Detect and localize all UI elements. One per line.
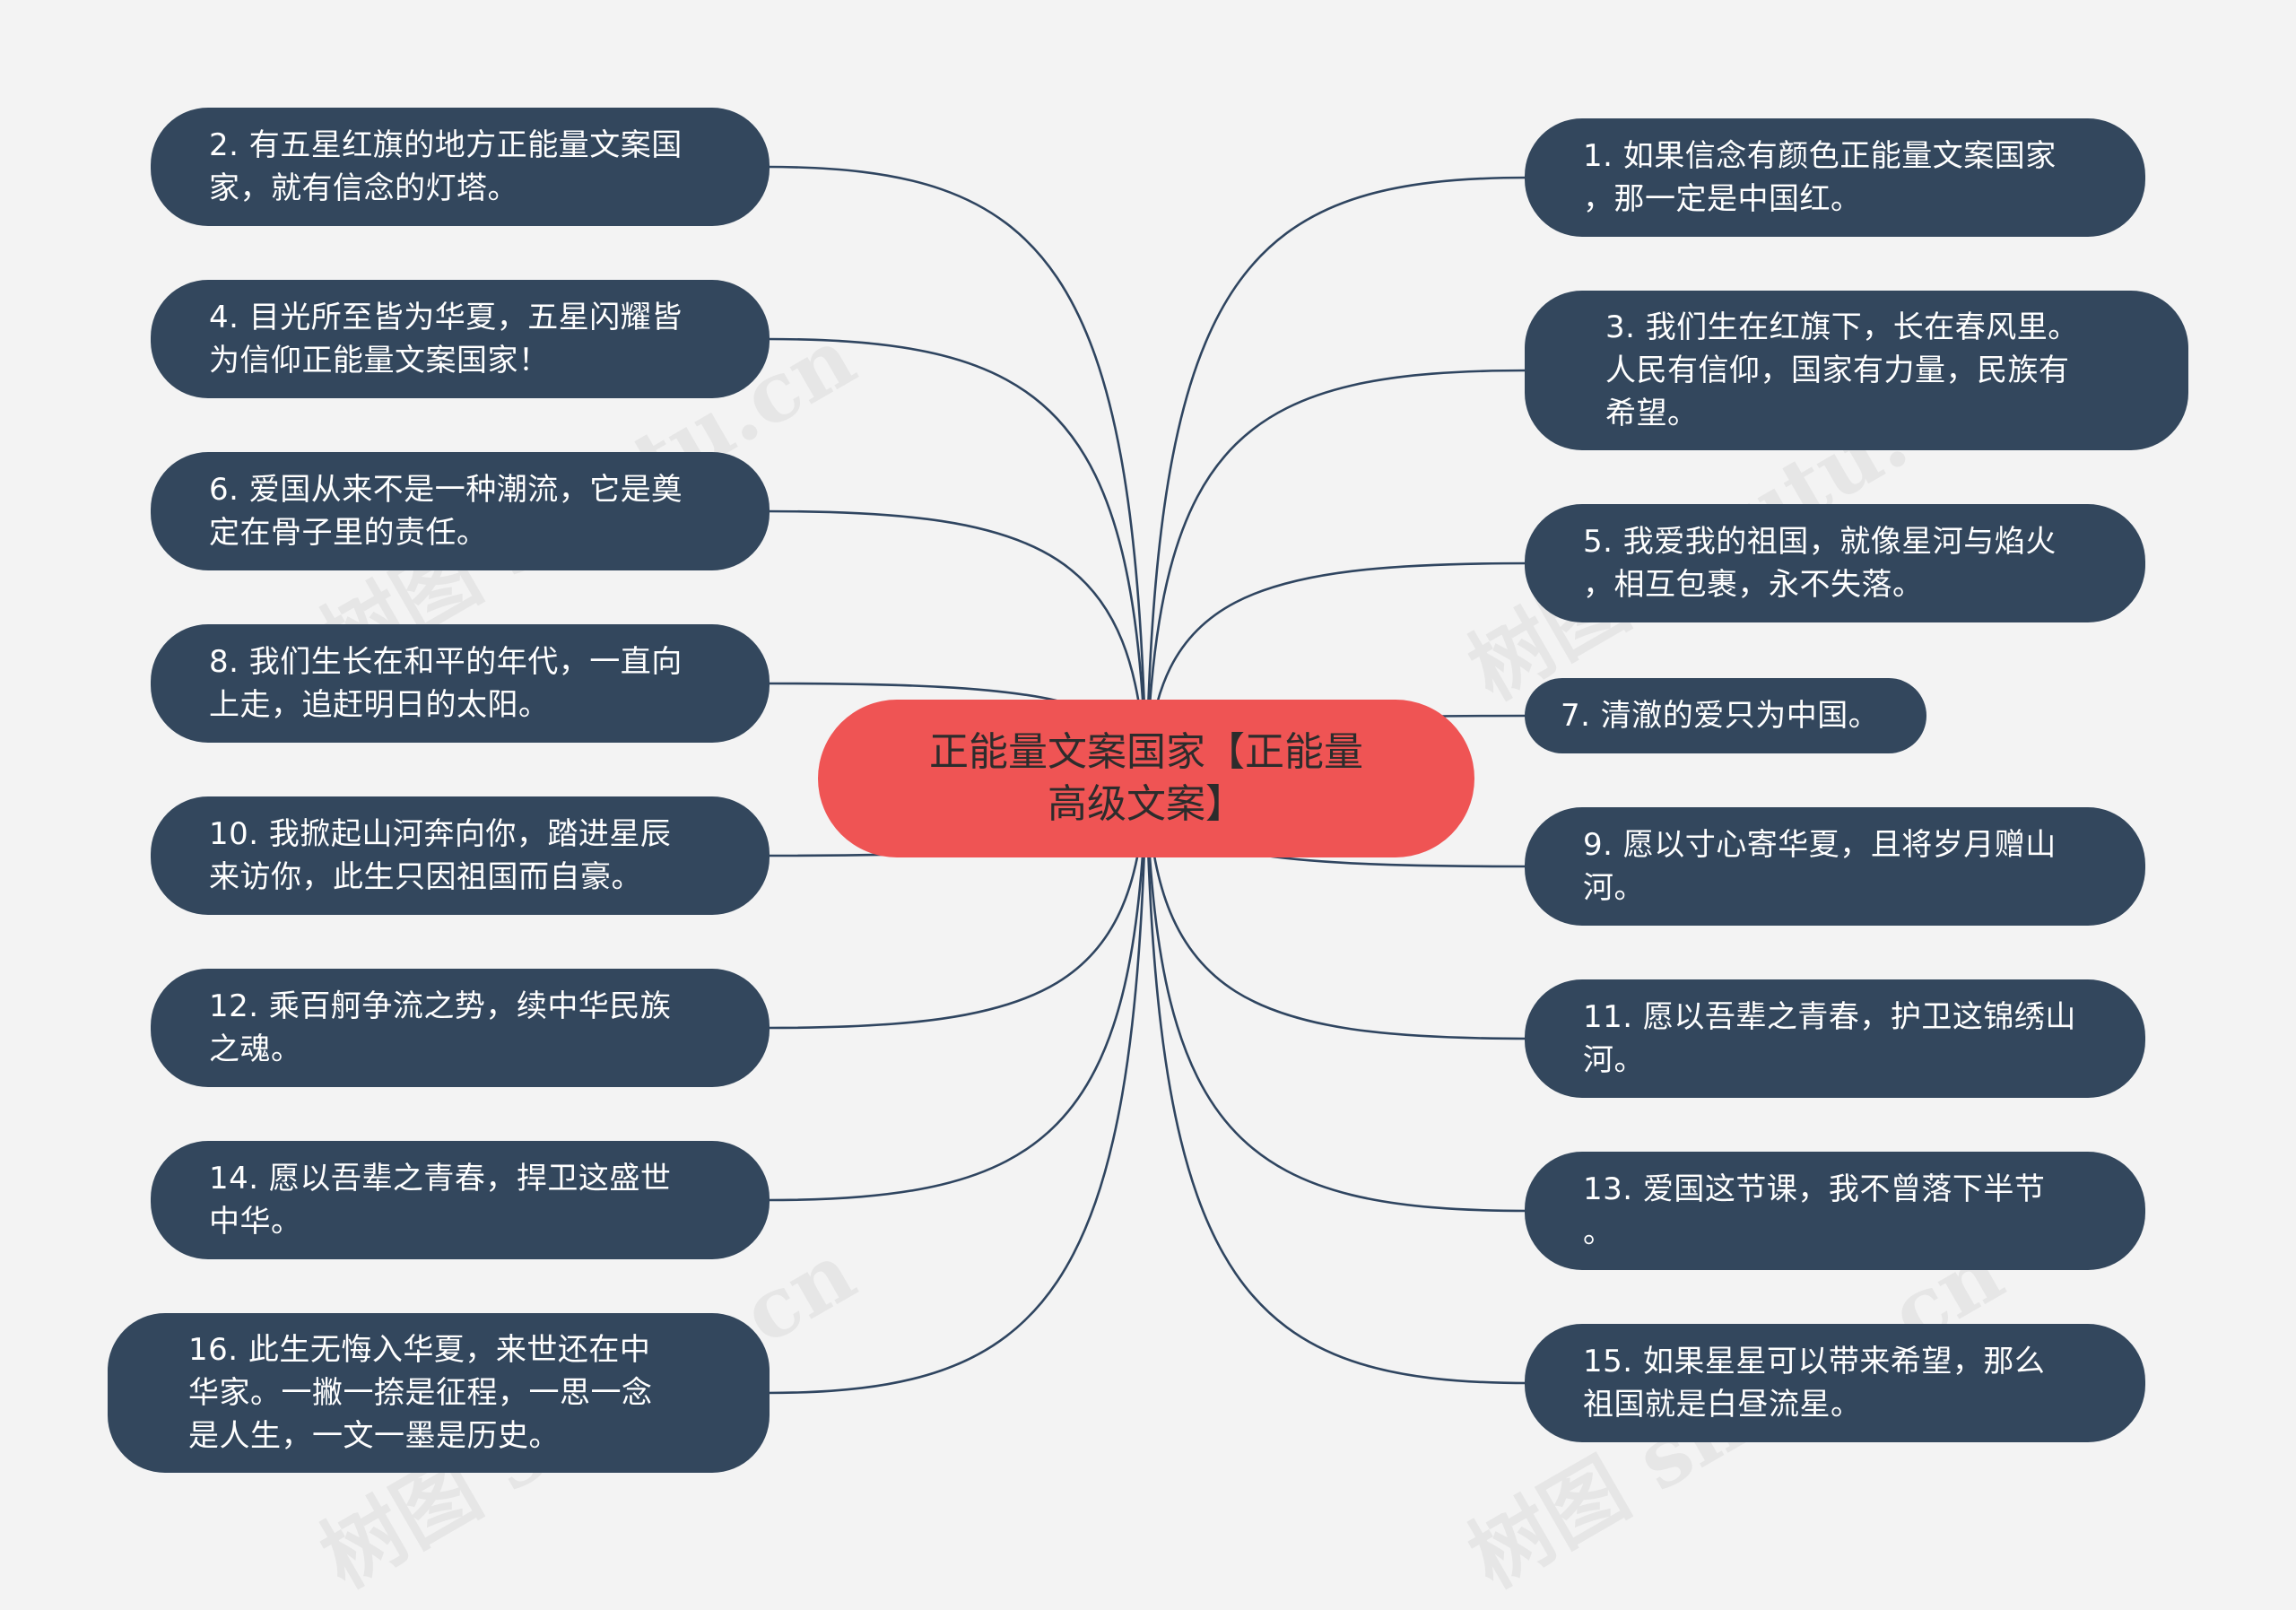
- link-line: [765, 778, 1148, 1395]
- link-line: [765, 509, 1148, 779]
- topic-node[interactable]: 14. 愿以吾辈之青春，捍卫这盛世 中华。: [151, 1141, 770, 1259]
- topic-node[interactable]: 1. 如果信念有颜色正能量文案国家 ，那一定是中国红。: [1525, 118, 2145, 237]
- link-line: [765, 778, 1148, 1202]
- topic-node[interactable]: 9. 愿以寸心寄华夏，且将岁月赠山 河。: [1525, 807, 2145, 926]
- link-line: [1144, 778, 1529, 1385]
- link-line: [765, 778, 1148, 1030]
- central-topic[interactable]: 正能量文案国家【正能量 高级文案】: [818, 700, 1474, 857]
- link-line: [765, 165, 1148, 779]
- topic-node[interactable]: 5. 我爱我的祖国，就像星河与焰火 ，相互包裹，永不失落。: [1525, 504, 2145, 622]
- link-line: [1144, 176, 1529, 779]
- topic-node[interactable]: 7. 清澈的爱只为中国。: [1525, 678, 1926, 753]
- link-line: [1144, 778, 1529, 1040]
- topic-node[interactable]: 10. 我掀起山河奔向你，踏进星辰 来访你，此生只因祖国而自豪。: [151, 796, 770, 915]
- topic-node[interactable]: 16. 此生无悔入华夏，来世还在中 华家。一撇一捺是征程，一思一念 是人生，一文…: [108, 1313, 770, 1473]
- topic-node[interactable]: 8. 我们生长在和平的年代，一直向 上走，追赶明日的太阳。: [151, 624, 770, 743]
- topic-node[interactable]: 3. 我们生在红旗下，长在春风里。 人民有信仰，国家有力量，民族有 希望。: [1525, 291, 2188, 450]
- topic-node[interactable]: 4. 目光所至皆为华夏，五星闪耀皆 为信仰正能量文案国家！: [151, 280, 770, 398]
- link-line: [1144, 369, 1529, 779]
- topic-node[interactable]: 12. 乘百舸争流之势，续中华民族 之魂。: [151, 969, 770, 1087]
- topic-node[interactable]: 13. 爱国这节课，我不曾落下半节 。: [1525, 1152, 2145, 1270]
- topic-node[interactable]: 15. 如果星星可以带来希望，那么 祖国就是白昼流星。: [1525, 1324, 2145, 1442]
- link-line: [765, 337, 1148, 779]
- link-line: [1144, 778, 1529, 1213]
- topic-node[interactable]: 6. 爱国从来不是一种潮流，它是奠 定在骨子里的责任。: [151, 452, 770, 570]
- topic-node[interactable]: 11. 愿以吾辈之青春，护卫这锦绣山 河。: [1525, 979, 2145, 1098]
- topic-node[interactable]: 2. 有五星红旗的地方正能量文案国 家，就有信念的灯塔。: [151, 108, 770, 226]
